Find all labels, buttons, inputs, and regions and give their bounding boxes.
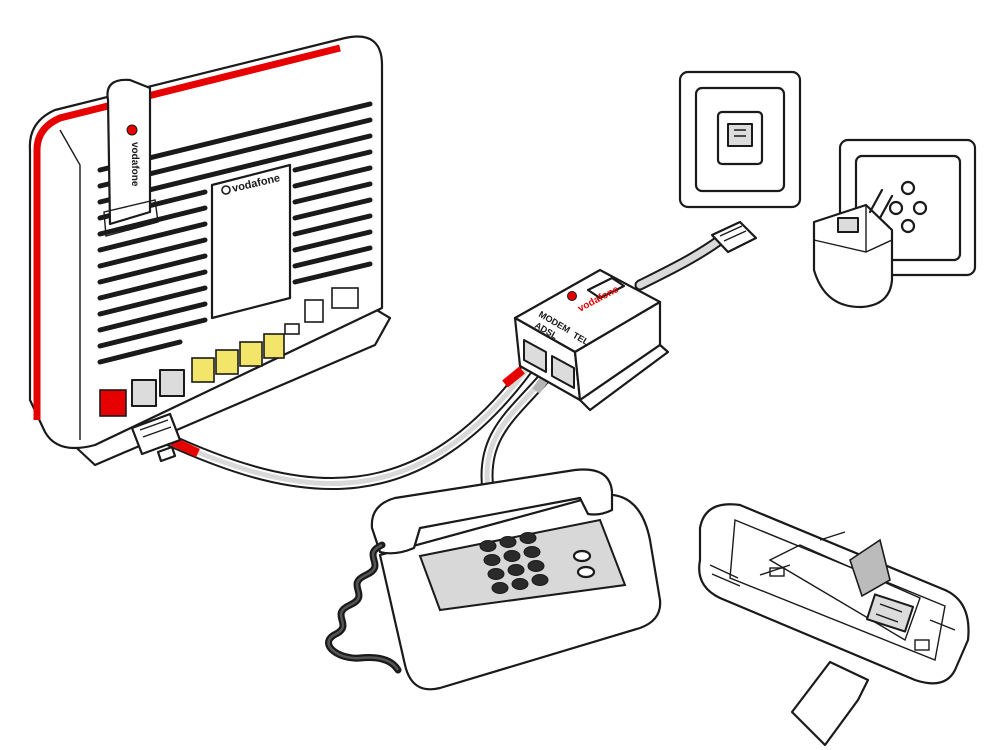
port-switch <box>331 287 359 309</box>
wall-plug-connector <box>710 220 758 254</box>
splitter: vodafone MODEM ADSL TEL <box>513 268 670 412</box>
router-plug <box>130 412 182 463</box>
splitter-logo-icon <box>567 291 577 301</box>
phone-handset <box>370 468 614 555</box>
phone-keypad-panel <box>418 518 627 612</box>
port-lan-3 <box>239 341 263 367</box>
wall-socket-tae <box>812 138 977 309</box>
sim-holder-flap <box>849 538 891 598</box>
port-lan-4 <box>263 333 285 359</box>
socket-adapter <box>812 203 894 309</box>
splitter-jack-tel <box>551 355 575 389</box>
port-lan-1 <box>191 357 215 383</box>
port-usb <box>284 323 300 335</box>
phone-keys <box>479 532 549 594</box>
port-power <box>304 299 324 323</box>
router: vodafone <box>28 35 392 467</box>
port-dsl-red <box>99 389 127 417</box>
port-phone-1 <box>131 379 157 407</box>
mobile-internals <box>759 531 956 651</box>
sim-slot <box>865 593 915 633</box>
telephone <box>325 468 662 691</box>
router-red-stripe <box>33 44 341 420</box>
port-lan-2 <box>215 349 239 375</box>
stick-logo-icon <box>126 124 138 136</box>
usb-stick: vodafone <box>103 78 159 237</box>
router-label-panel <box>210 163 292 320</box>
wall-socket-rj <box>678 70 802 209</box>
router-ports <box>99 287 359 417</box>
stick-brand: vodafone <box>129 142 140 187</box>
sim-card <box>790 660 870 747</box>
rj-jack <box>727 123 753 147</box>
splitter-jack-modem <box>523 339 547 373</box>
port-phone-2 <box>159 369 185 397</box>
mobile-phone <box>698 503 970 685</box>
